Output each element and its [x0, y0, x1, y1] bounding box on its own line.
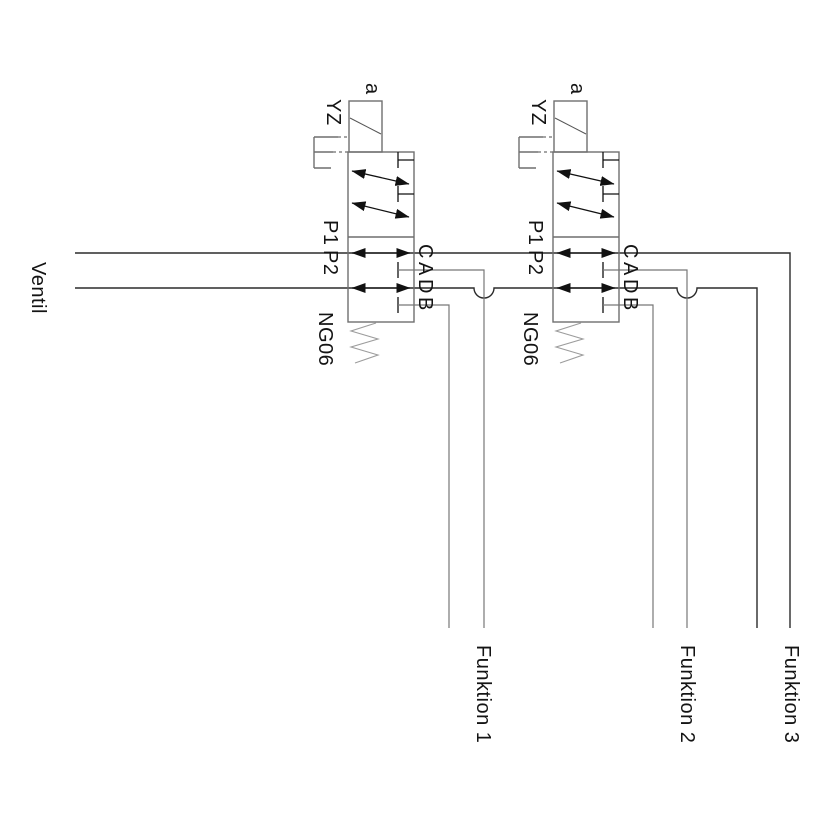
supply-label: Ventil: [27, 262, 49, 314]
solenoid-diagonal: [349, 117, 382, 135]
crossed-position-arrows: [556, 152, 619, 219]
supply-lines: [75, 252, 791, 628]
port-label-a: A: [414, 262, 436, 276]
valve-1: a YZ P1 P2 C A D B NG06: [313, 83, 485, 628]
port-label-c: C: [619, 244, 641, 259]
port-label-c: C: [414, 244, 436, 259]
position-label-a: a: [361, 83, 383, 95]
port-label-p2: P2: [524, 250, 546, 275]
p1-supply-line: [75, 252, 791, 628]
valve-2: a YZ P1 P2 C A D B NG06: [518, 83, 688, 628]
port-b-line: [603, 304, 654, 628]
blocked-port-tee: [602, 186, 619, 202]
port-a-line: [603, 269, 688, 628]
solenoid-label-yz: YZ: [527, 99, 549, 126]
function-2-label: Funktion 2: [676, 645, 698, 743]
blocked-port-tee: [397, 152, 414, 168]
p2-supply-line: [75, 287, 758, 628]
solenoid-diagonal: [554, 117, 587, 135]
solenoid-connector-bracket: [518, 136, 554, 169]
return-spring: [554, 322, 585, 364]
port-label-b: B: [414, 297, 436, 311]
port-label-d: D: [619, 279, 641, 294]
solenoid-label-yz: YZ: [322, 99, 344, 126]
port-label-p1: P1: [319, 220, 341, 245]
port-label-d: D: [414, 279, 436, 294]
function-3-label: Funktion 3: [780, 645, 802, 743]
solenoid-box: [348, 100, 383, 153]
port-label-a: A: [619, 262, 641, 276]
position-label-a: a: [566, 83, 588, 95]
solenoid-connector-bracket: [313, 136, 349, 169]
port-label-p1: P1: [524, 220, 546, 245]
return-spring: [349, 322, 380, 364]
crossed-position-arrows: [351, 152, 414, 219]
port-label-b: B: [619, 297, 641, 311]
function-labels: Funktion 1 Funktion 2 Funktion 3: [472, 645, 802, 743]
blocked-port-tee: [397, 186, 414, 202]
function-1-label: Funktion 1: [472, 645, 494, 743]
blocked-port-tee: [602, 152, 619, 168]
parallel-position-arrows: [351, 248, 411, 313]
size-label-ng06: NG06: [314, 312, 336, 366]
solenoid-box: [553, 100, 588, 153]
parallel-position-arrows: [556, 248, 616, 313]
port-b-line: [398, 304, 450, 628]
size-label-ng06: NG06: [519, 312, 541, 366]
port-label-p2: P2: [319, 250, 341, 275]
port-a-line: [398, 269, 485, 628]
